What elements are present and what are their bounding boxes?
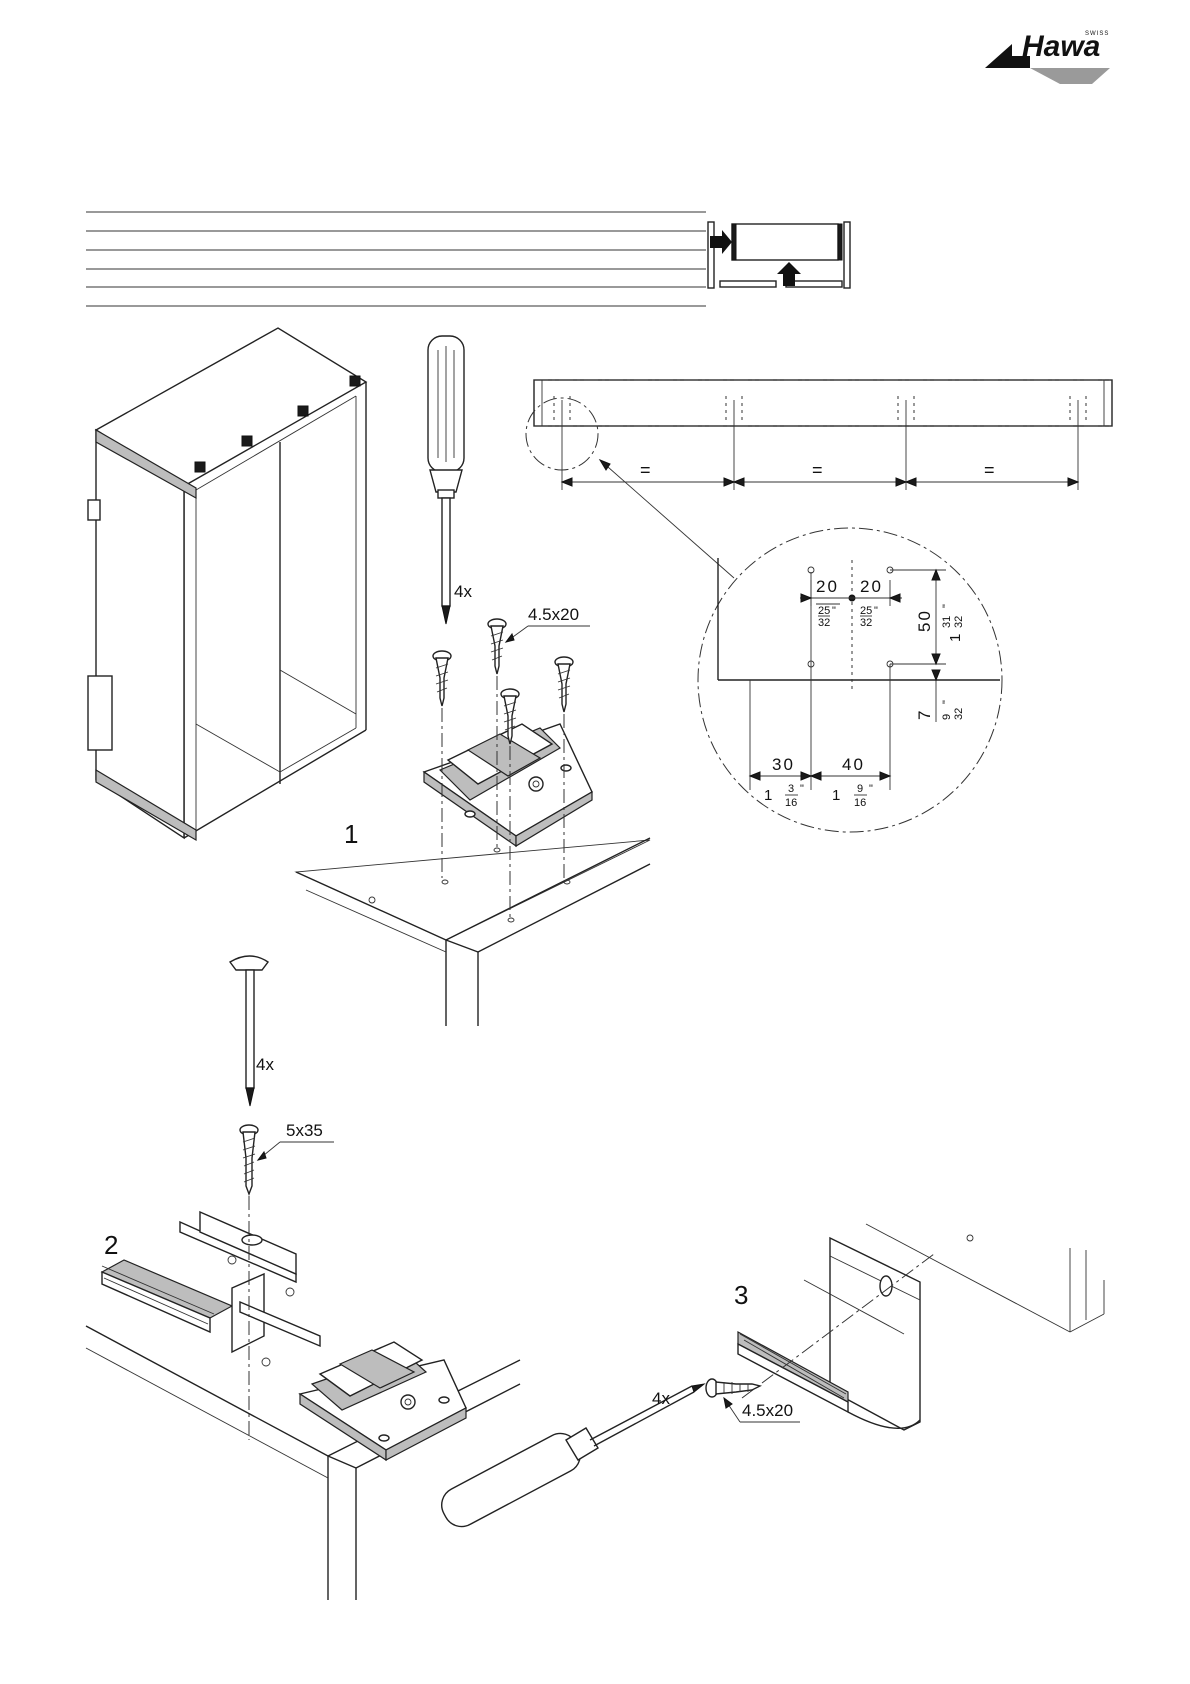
step-3-illustration: 3 4x 4.5x20 [435,1224,1104,1533]
dim-50-inch-num: 31 [941,616,953,628]
dim-30-inch-unit: " [800,783,804,795]
screw-icon [488,619,506,674]
step-2-screw-size: 5x35 [286,1121,323,1140]
step-3-label: 3 [734,1280,748,1310]
hole-spacing-view: = = = [526,380,1112,578]
step-1-screw-size: 4.5x20 [528,605,579,624]
screw-icon [433,651,451,706]
screw-icon [706,1379,760,1397]
spacing-equal-label: = [640,460,651,480]
spacing-equal-label: = [812,460,823,480]
dim-20-right-inch-unit: " [874,605,878,617]
step-1-label: 1 [344,819,358,849]
dim-40-inch-unit: " [869,783,873,795]
screw-icon [240,1125,258,1194]
text-rule-lines [86,212,706,306]
dim-40: 40 [842,755,865,774]
dim-7-inch-num: 9 [941,714,953,720]
dim-20-right: 20 [860,577,883,596]
hawa-logo: Hawa SWISS [985,30,1110,84]
dim-7: 7 [915,711,934,720]
top-view-pictogram [708,222,850,288]
screwdriver-icon [428,336,464,624]
dim-20-left-inch-num: 25 [818,605,830,617]
dim-7-inch-unit: " [941,700,953,704]
dim-50-inch-whole: 1 [947,634,964,642]
detail-view: 20 20 25 32 " 25 32 " 50 1 31 32 " 7 9 3… [698,528,1002,832]
dim-20-left-inch-unit: " [832,605,836,617]
dim-40-inch-whole: 1 [832,787,840,804]
step-1-illustration: 1 4 [296,336,650,1026]
screwdriver-icon [230,956,268,1106]
screw-icon [555,657,573,712]
dim-30-inch-num: 3 [788,783,794,795]
dim-40-inch-den: 16 [854,797,866,809]
dim-20-right-inch-num: 25 [860,605,872,617]
cabinet-illustration [88,328,366,840]
logo-sub-text: SWISS [1085,31,1109,37]
dim-50: 50 [915,609,934,632]
dim-50-inch-den: 32 [953,616,965,628]
step-2-quantity: 4x [256,1055,274,1074]
dim-20-left: 20 [816,577,839,596]
step-3-quantity: 4x [652,1389,670,1408]
dim-40-inch-num: 9 [857,783,863,795]
dim-20-right-inch-den: 32 [860,617,872,629]
dim-7-inch-den: 32 [953,708,965,720]
step-1-quantity: 4x [454,582,472,601]
step-3-screw-size: 4.5x20 [742,1401,793,1420]
dim-20-left-inch-den: 32 [818,617,830,629]
spacing-equal-label: = [984,460,995,480]
dim-30: 30 [772,755,795,774]
dim-50-inch-unit: " [941,604,953,608]
dim-30-inch-whole: 1 [764,787,772,804]
step-2-label: 2 [104,1230,118,1260]
dim-30-inch-den: 16 [785,797,797,809]
